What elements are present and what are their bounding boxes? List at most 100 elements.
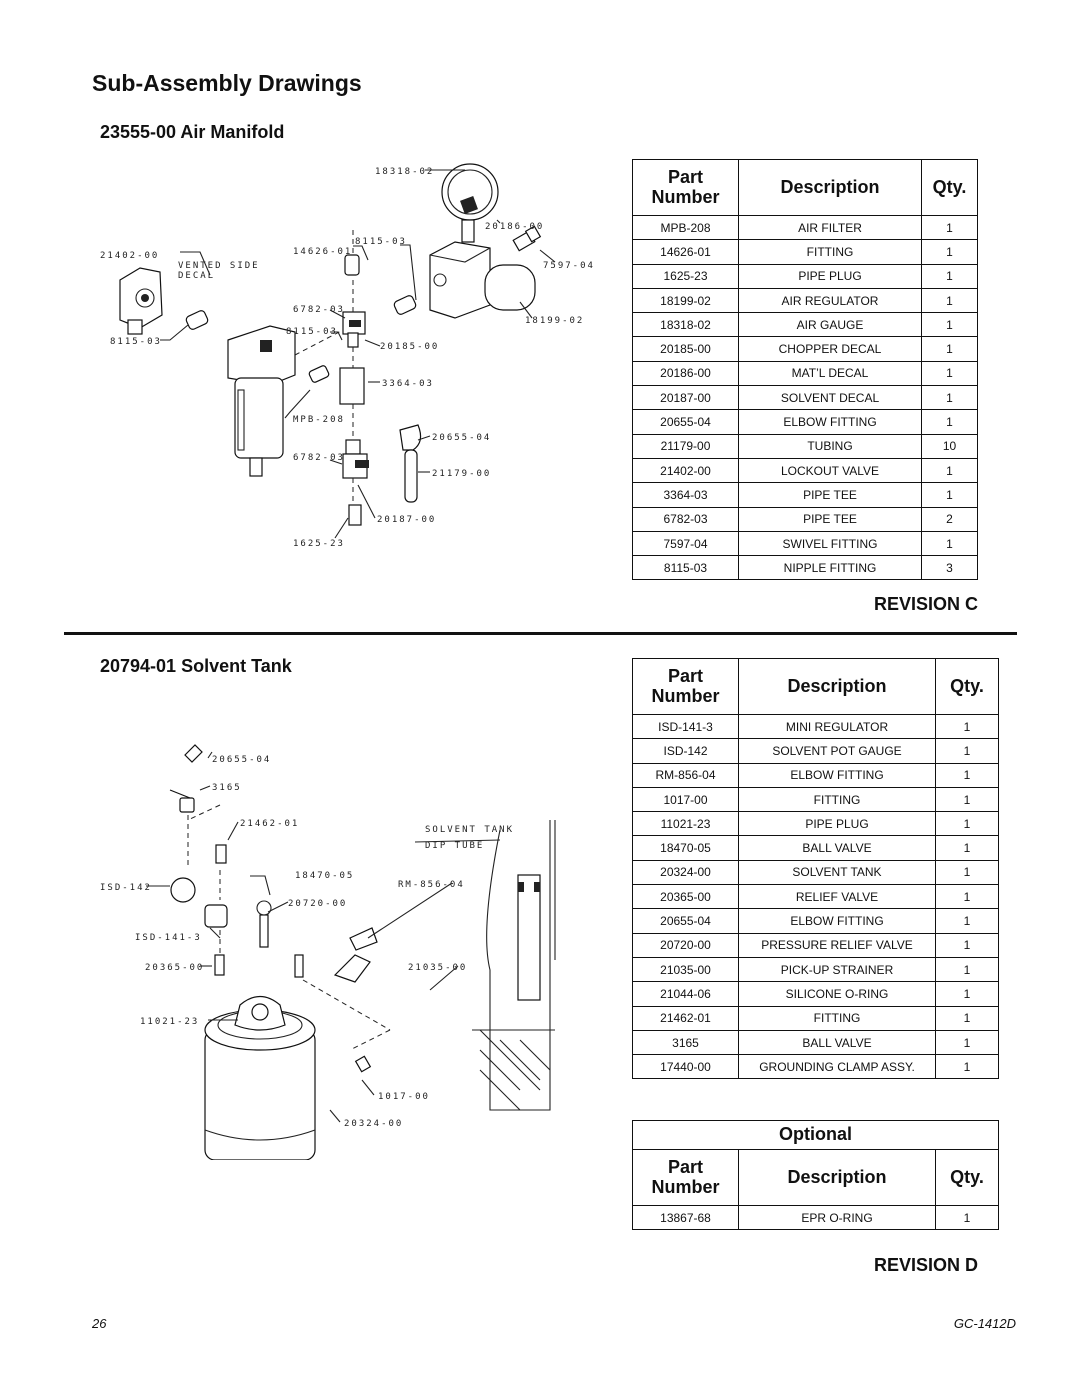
description-cell: ELBOW FITTING xyxy=(738,908,936,934)
description-cell: ELBOW FITTING xyxy=(738,409,922,435)
part-number-cell: 18318-02 xyxy=(632,312,739,338)
part-number-cell: 21035-00 xyxy=(632,956,739,983)
callout-label: 20186-00 xyxy=(485,222,544,232)
part-number-cell: 7597-04 xyxy=(632,530,739,557)
qty-cell: 1 xyxy=(935,981,999,1007)
callout-label: 18318-02 xyxy=(375,167,434,177)
callout-label: 20655-04 xyxy=(432,433,491,443)
callout-label: 7597-04 xyxy=(543,261,595,271)
tank-fittings-part xyxy=(169,744,378,1073)
revision-label: REVISION C xyxy=(873,594,978,614)
description-cell: SOLVENT DECAL xyxy=(738,385,922,411)
callout-label: RM-856-04 xyxy=(398,880,465,890)
description-cell: PICK-UP STRAINER xyxy=(738,956,936,983)
callout-label: 18470-05 xyxy=(295,871,354,881)
qty-header: Qty. xyxy=(935,1149,999,1206)
description-cell: AIR FILTER xyxy=(738,214,922,241)
qty-header: Qty. xyxy=(935,658,999,715)
callout-label: 6782-03 xyxy=(293,453,345,463)
description-cell: PIPE PLUG xyxy=(738,263,922,289)
qty-cell: 1 xyxy=(921,457,978,484)
qty-cell: 1 xyxy=(935,956,999,983)
qty-cell: 1 xyxy=(921,360,978,387)
callout-label: DIP TUBE xyxy=(425,841,484,851)
description-cell: GROUNDING CLAMP ASSY. xyxy=(738,1054,936,1080)
callout-label: 11021-23 xyxy=(140,1017,199,1027)
description-cell: FITTING xyxy=(738,239,922,265)
part-number-cell: 13867-68 xyxy=(632,1204,739,1231)
callout-label: ISD-142 xyxy=(100,883,152,893)
part-number-cell: 20187-00 xyxy=(632,385,739,411)
qty-cell: 1 xyxy=(935,738,999,764)
description-cell: FITTING xyxy=(738,786,936,813)
callout-label: 18199-02 xyxy=(525,316,584,326)
part-number-cell: 8115-03 xyxy=(632,555,739,581)
part-number-cell: 20655-04 xyxy=(632,908,739,934)
callout-label: 20185-00 xyxy=(380,342,439,352)
description-cell: PIPE PLUG xyxy=(738,811,936,837)
callout-label: DECAL xyxy=(178,271,215,281)
description-cell: MAT’L DECAL xyxy=(738,360,922,387)
qty-cell: 1 xyxy=(921,214,978,241)
qty-cell: 1 xyxy=(921,263,978,289)
callout-label: MPB-208 xyxy=(293,415,345,425)
section-title-solvent-tank: 20794-01 Solvent Tank xyxy=(100,656,292,676)
callout-label: 20365-00 xyxy=(145,963,204,973)
callout-label: VENTED SIDE xyxy=(178,261,260,271)
part-number-cell: 21402-00 xyxy=(632,457,739,484)
swivel-fitting-part xyxy=(512,225,542,252)
qty-cell: 1 xyxy=(921,239,978,265)
description-cell: FITTING xyxy=(738,1005,936,1031)
solvent-tank-drawing: 20655-04 3165 21462-01 SOLVENT TANK DIP … xyxy=(100,744,556,1160)
qty-cell: 1 xyxy=(935,932,999,958)
description-cell: SWIVEL FITTING xyxy=(738,530,922,557)
qty-cell: 1 xyxy=(921,287,978,314)
description-cell: SILICONE O-RING xyxy=(738,981,936,1007)
callout-label: 1017-00 xyxy=(378,1092,430,1102)
callout-label: 1625-23 xyxy=(293,539,345,549)
qty-cell: 1 xyxy=(935,908,999,934)
description-cell: TUBING xyxy=(738,433,922,459)
part-number-cell: 14626-01 xyxy=(632,239,739,265)
part-number-cell: 20324-00 xyxy=(632,859,739,886)
callout-label: ISD-141-3 xyxy=(135,933,202,943)
callout-label: 8115-03 xyxy=(355,237,407,247)
pipe-tee-part xyxy=(339,311,369,526)
part-number-cell: 6782-03 xyxy=(632,506,739,532)
callout-label: 8115-03 xyxy=(110,337,162,347)
part-number-cell: 20365-00 xyxy=(632,884,739,910)
revision-label: REVISION D xyxy=(873,1255,978,1275)
callout-label: 3165 xyxy=(212,783,242,793)
part-number-cell: 20655-04 xyxy=(632,409,739,435)
part-number-cell: 21462-01 xyxy=(632,1005,739,1031)
lockout-valve-part xyxy=(119,267,163,335)
qty-cell: 2 xyxy=(921,506,978,532)
part-number-cell: RM-856-04 xyxy=(632,762,739,788)
qty-cell: 1 xyxy=(921,312,978,338)
qty-cell: 3 xyxy=(921,555,978,581)
part-number-cell: 11021-23 xyxy=(632,811,739,837)
part-number-cell: MPB-208 xyxy=(632,214,739,241)
